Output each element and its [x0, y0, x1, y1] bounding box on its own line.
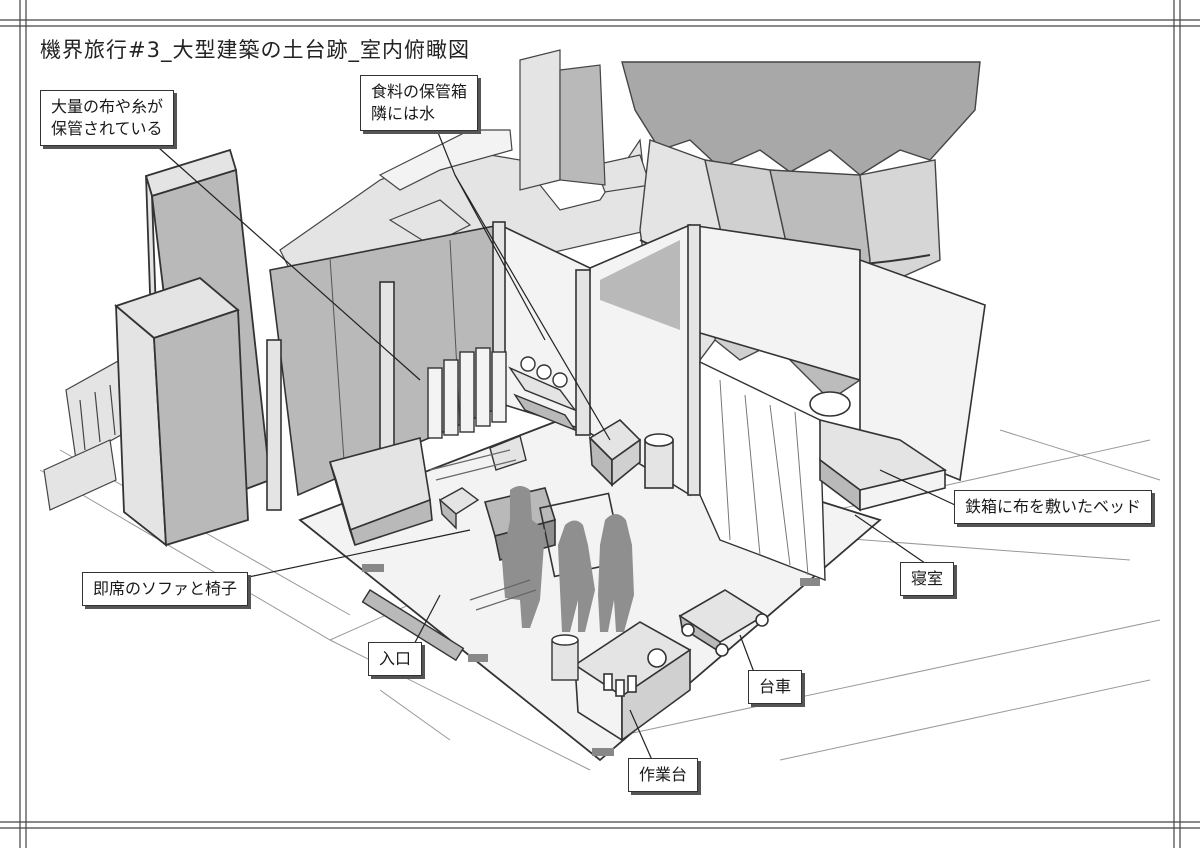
stone-pillars: [519, 49, 606, 191]
sofa: [329, 436, 433, 547]
left-cabinet-front: [114, 276, 249, 547]
cloth-rolls: [427, 347, 507, 439]
leader-lines: [149, 124, 956, 761]
water-tank: [644, 433, 674, 489]
label-food-box-line-2: 隣には水: [371, 104, 436, 123]
label-food-box-line-1: 食料の保管箱: [371, 82, 468, 101]
chair: [438, 435, 527, 530]
label-entrance: 入口: [368, 642, 423, 676]
stool: [551, 634, 579, 681]
floor-rails: [429, 449, 537, 611]
label-sofa-chair: 即席のソファと椅子: [82, 572, 249, 606]
label-cloth-thread-line-1: 大量の布や糸が: [51, 97, 164, 116]
food-box: [588, 418, 642, 487]
wall-posts: [266, 221, 701, 511]
label-cloth-thread-line-2: 保管されている: [51, 119, 163, 138]
entrance-mat: [361, 589, 465, 662]
workbench: [573, 621, 692, 742]
label-bedroom: 寝室: [900, 562, 955, 596]
people-silhouettes: [502, 486, 634, 632]
label-bed: 鉄箱に布を敷いたベッド: [954, 490, 1153, 524]
bedroom-wall: [689, 224, 986, 482]
label-cloth-thread: 大量の布や糸が 保管されている: [40, 90, 175, 146]
bedroom-curtain: [699, 360, 826, 582]
left-railing: [43, 359, 131, 511]
label-cart: 台車: [748, 670, 803, 704]
label-workbench: 作業台: [628, 758, 699, 792]
storage-shelf: [508, 356, 578, 432]
label-food-box: 食料の保管箱 隣には水: [360, 75, 479, 131]
page-title: 機界旅行#3_大型建築の土台跡_室内俯瞰図: [40, 38, 470, 62]
cart: [678, 589, 769, 657]
